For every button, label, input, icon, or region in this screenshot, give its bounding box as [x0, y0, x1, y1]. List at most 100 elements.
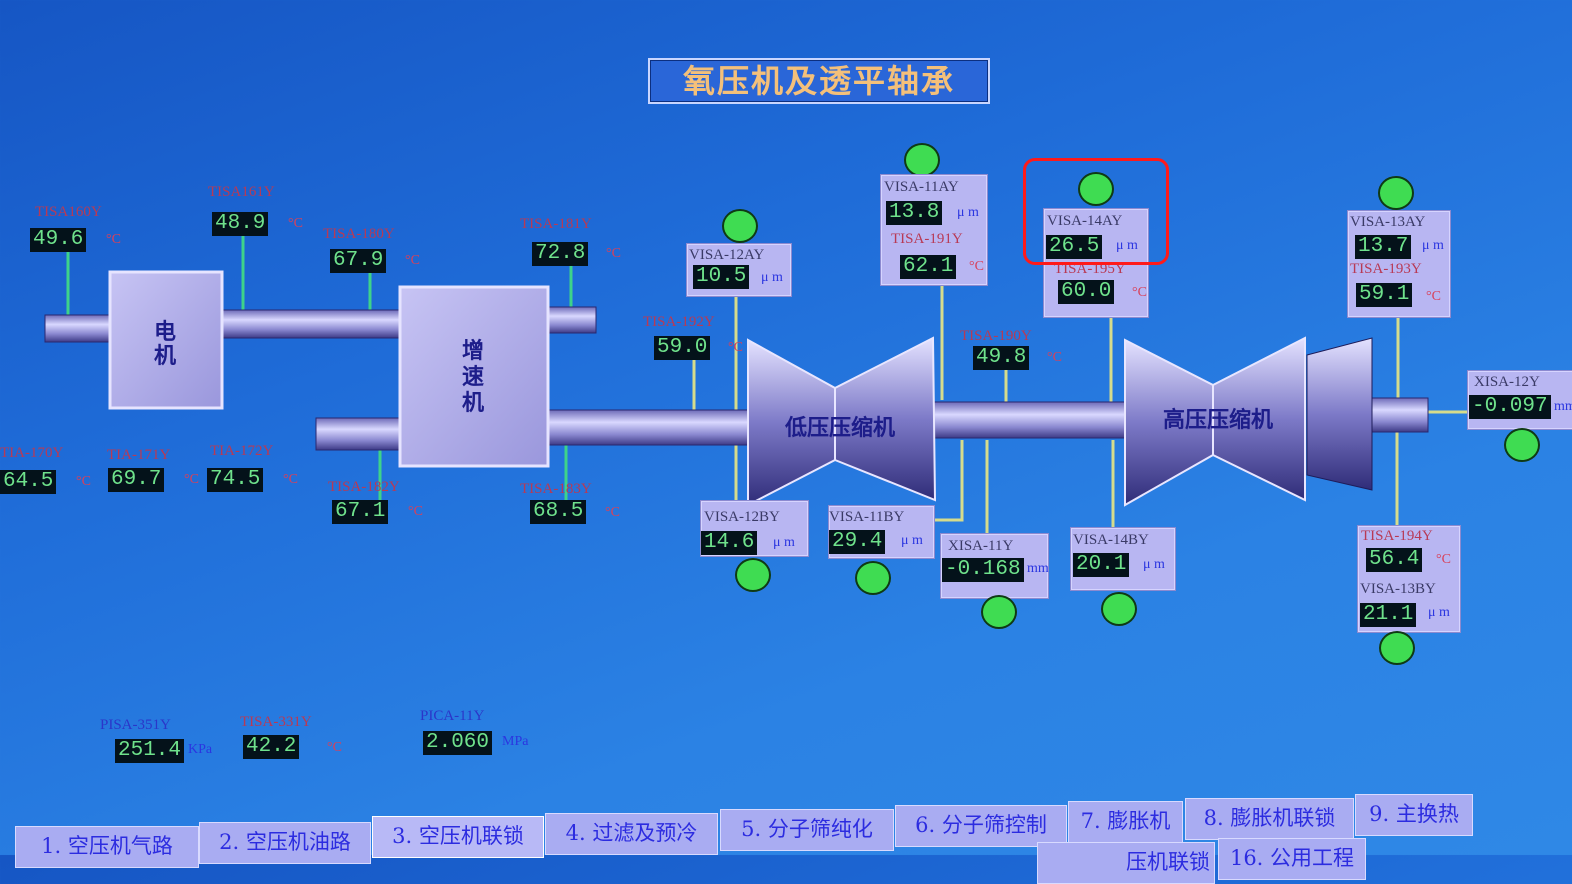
unit-label: μ m	[773, 535, 795, 550]
tag-label: VISA-12AY	[689, 247, 765, 263]
value-display: 72.8	[532, 242, 589, 266]
tag-label: TIA-172Y	[210, 443, 274, 459]
page-title: 氧压机及透平轴承	[648, 58, 990, 104]
unit-label: °C	[184, 472, 199, 487]
status-led-visa12by	[735, 558, 771, 592]
tag-label: VISA-13AY	[1350, 214, 1426, 230]
value-display-2: 21.1	[1360, 603, 1417, 627]
unit-label-2: μ m	[1428, 605, 1450, 620]
status-led-xisa12y	[1504, 428, 1540, 462]
value-display: 29.4	[829, 530, 886, 554]
sensor-lines-green	[66, 236, 573, 500]
panel-visa12by: VISA-12BY 14.6 μ m	[700, 500, 809, 557]
tag-label: TIA-170Y	[0, 445, 64, 461]
value-display: 13.8	[886, 201, 943, 225]
tag-label: VISA-14BY	[1073, 532, 1149, 548]
unit-label: °C	[288, 216, 303, 231]
unit-label-2: °C	[969, 259, 984, 274]
tag-label: TISA-192Y	[643, 314, 715, 330]
status-led-visa14ay	[1078, 172, 1114, 206]
unit-label: μ m	[1143, 557, 1165, 572]
gearbox-body	[398, 285, 550, 468]
value-display: 69.7	[108, 468, 165, 492]
tag-label: PICA-11Y	[420, 708, 485, 724]
value-display: 13.7	[1355, 235, 1412, 259]
unit-label: °C	[283, 472, 298, 487]
unit-label: μ m	[1116, 238, 1138, 253]
unit-label: °C	[405, 253, 420, 268]
highlight-box	[1023, 158, 1169, 265]
value-display: 49.8	[973, 346, 1030, 370]
panel-xisa11y: XISA-11Y -0.168 mm	[940, 533, 1049, 599]
tag-label: TISA-181Y	[520, 216, 592, 232]
value-display: 64.5	[0, 470, 57, 494]
value-display: 67.9	[330, 249, 387, 273]
value-display-2: 62.1	[900, 255, 957, 279]
value-display: 251.4	[115, 739, 185, 763]
tab-16[interactable]: 16. 公用工程	[1218, 838, 1366, 880]
panel-visa13ay: VISA-13AY 13.7 μ m TISA-193Y 59.1 °C	[1347, 210, 1451, 318]
unit-label: °C	[728, 340, 743, 355]
tag-label: XISA-12Y	[1474, 374, 1540, 390]
tag-label-2: TISA-191Y	[891, 231, 963, 247]
unit-label: °C	[408, 504, 423, 519]
tag-label: PISA-351Y	[100, 717, 171, 733]
tag-label-2: TISA-195Y	[1054, 261, 1126, 277]
tab-7[interactable]: 7. 膨胀机	[1068, 801, 1183, 843]
sensor-lines-yellow	[692, 285, 1467, 533]
tab-9[interactable]: 9. 主换热	[1355, 794, 1473, 836]
tab-2[interactable]: 2. 空压机油路	[199, 822, 371, 864]
unit-label: mm	[1554, 399, 1572, 414]
panel-visa14by: VISA-14BY 20.1 μ m	[1070, 527, 1176, 591]
unit-label: °C	[1047, 350, 1062, 365]
status-led-visa13by	[1379, 631, 1415, 665]
status-led-visa14by	[1101, 592, 1137, 626]
unit-label: KPa	[188, 742, 213, 757]
hp-compressor-label: 高压压缩机	[1162, 407, 1273, 433]
panel-tisa194y: TISA-194Y 56.4 °C VISA-13BY 21.1 μ m	[1357, 525, 1461, 633]
unit-label: mm	[1027, 561, 1049, 576]
unit-label: °C	[76, 474, 91, 489]
machinery-diagram	[44, 236, 1467, 533]
value-display: 42.2	[243, 735, 300, 759]
tag-label: TISA-180Y	[323, 226, 395, 242]
panel-visa12ay: VISA-12AY 10.5 μ m	[686, 243, 792, 297]
tab-6[interactable]: 6. 分子筛控制	[895, 805, 1067, 847]
tag-label: TISA-194Y	[1361, 528, 1433, 544]
tab-5[interactable]: 5. 分子筛纯化	[720, 809, 894, 851]
tag-label: TISA161Y	[208, 184, 275, 200]
unit-label: °C	[605, 505, 620, 520]
value-display: 10.5	[693, 265, 750, 289]
tag-label: TISA-190Y	[960, 328, 1032, 344]
unit-label: μ m	[957, 205, 979, 220]
gearbox-label: 增 速 机	[461, 338, 484, 416]
tag-label-2: TISA-193Y	[1350, 261, 1422, 277]
value-display-2: 60.0	[1058, 280, 1115, 304]
value-display: -0.097	[1469, 395, 1551, 419]
value-display: 56.4	[1366, 548, 1423, 572]
hp-compressor-volute	[1306, 337, 1373, 491]
status-led-visa13ay	[1378, 176, 1414, 210]
tab-4[interactable]: 4. 过滤及预冷	[545, 813, 718, 855]
tag-label: VISA-12BY	[704, 509, 780, 525]
tab-row2-interlock[interactable]: 压机联锁	[1037, 842, 1215, 884]
motor-label: 电 机	[153, 319, 176, 369]
tag-label: TISA-331Y	[240, 714, 312, 730]
unit-label-2: °C	[1132, 285, 1147, 300]
value-display: 14.6	[701, 531, 758, 555]
unit-label: μ m	[761, 270, 783, 285]
unit-label: °C	[1436, 552, 1451, 567]
value-display: 20.1	[1073, 553, 1130, 577]
value-display: 49.6	[30, 228, 87, 252]
unit-label: μ m	[901, 533, 923, 548]
tab-1[interactable]: 1. 空压机气路	[15, 826, 199, 868]
tab-8[interactable]: 8. 膨胀机联锁	[1185, 798, 1354, 840]
tag-label: TISA-182Y	[328, 479, 400, 495]
tab-3[interactable]: 3. 空压机联锁	[372, 816, 544, 858]
tag-label: XISA-11Y	[948, 538, 1014, 554]
unit-label: °C	[106, 232, 121, 247]
motor-body	[108, 270, 224, 410]
value-display: 26.5	[1046, 235, 1103, 259]
value-display-2: 59.1	[1356, 283, 1413, 307]
panel-xisa12y: XISA-12Y -0.097 mm	[1467, 370, 1572, 430]
